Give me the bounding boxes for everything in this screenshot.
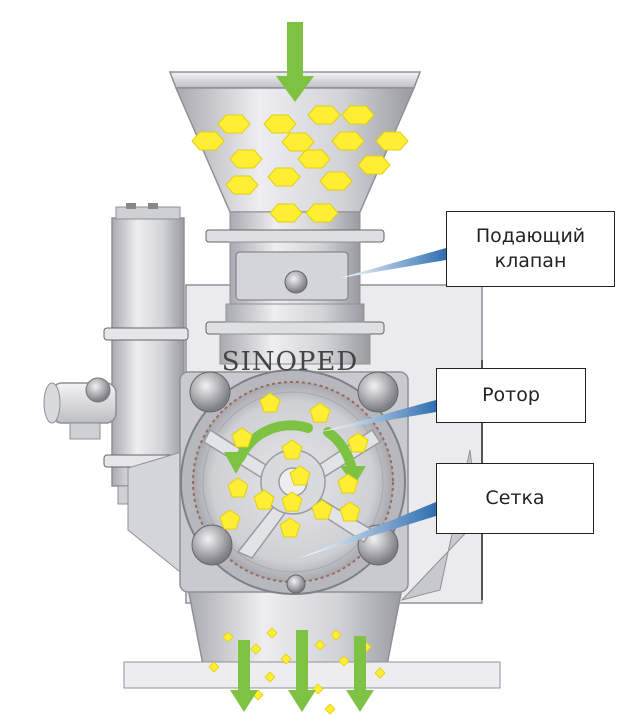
output-arrows <box>230 630 374 712</box>
pointer-feed-valve <box>340 248 446 278</box>
housing-knob-tl <box>189 371 231 413</box>
rotation-arrowhead-left <box>224 452 248 474</box>
rotor-particles <box>219 392 369 538</box>
brand-label: SINOPED <box>222 347 358 377</box>
callout-feed-valve: Подающий клапан <box>446 211 615 287</box>
pointer-screen <box>300 502 436 558</box>
output-particles <box>208 627 386 715</box>
side-column <box>103 203 189 505</box>
pointer-rotor <box>320 400 436 432</box>
housing-knob-tr <box>357 371 399 413</box>
input-arrow <box>276 22 314 102</box>
side-motor <box>43 377 117 440</box>
hopper-particles <box>191 105 409 223</box>
callout-rotor: Ротор <box>436 368 586 423</box>
rotation-arrowhead-right <box>340 466 366 486</box>
callout-screen: Сетка <box>436 463 594 534</box>
feed-valve <box>205 211 385 365</box>
housing-knob-bl <box>191 524 233 566</box>
